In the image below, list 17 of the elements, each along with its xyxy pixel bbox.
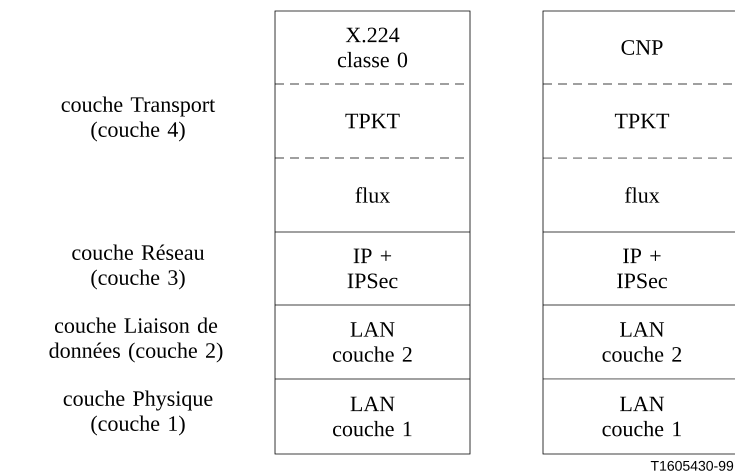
layer-label: couche Liaison de données (couche 2) [49, 318, 222, 362]
layer-cell: X.224 classe 0 [338, 28, 408, 68]
layer-label: couche Réseau (couche 3) [72, 244, 204, 290]
layer-cell: flux [355, 187, 390, 203]
figure-number: T1605430-99 [650, 460, 734, 471]
layer-label: couche Transport (couche 4) [62, 96, 216, 142]
layer-cell: TPKT [345, 114, 400, 128]
layer-cell: LAN couche 2 [602, 322, 682, 362]
layer-cell: CNP [622, 40, 663, 55]
layer-label: couche Physique (couche 1) [64, 390, 212, 436]
layer-cell: LAN couche 2 [333, 322, 412, 362]
layer-cell: LAN couche 1 [602, 396, 681, 436]
layer-cell: flux [624, 187, 660, 203]
layer-cell: LAN couche 1 [333, 396, 412, 436]
layer-cell: IP + IPSec [348, 248, 398, 288]
layer-cell: TPKT [614, 114, 670, 128]
layer-cell: IP + IPSec [617, 248, 667, 288]
